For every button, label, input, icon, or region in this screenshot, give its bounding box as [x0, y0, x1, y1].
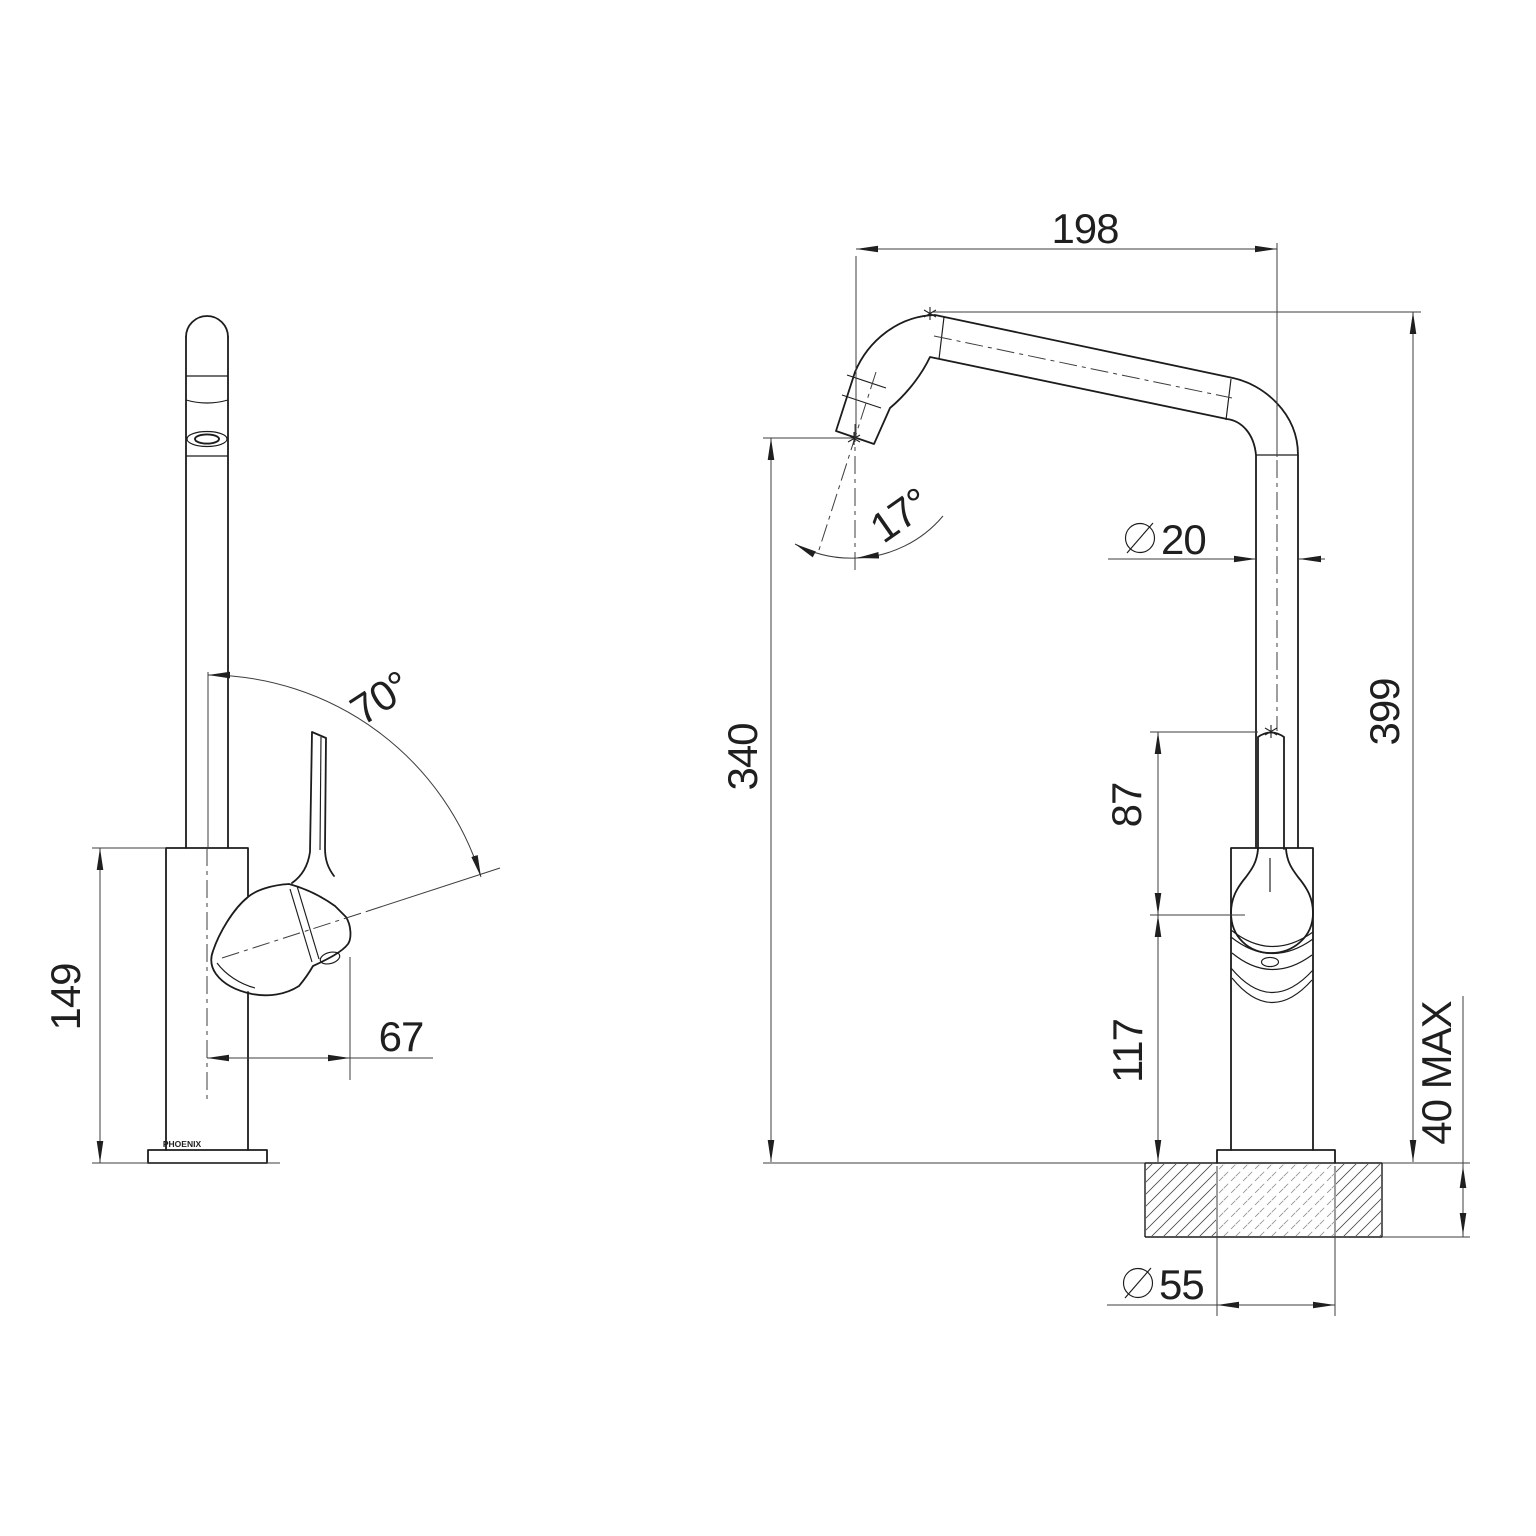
dim-handle-reach: 67	[207, 957, 433, 1080]
dim-label-spout-diameter: 20	[1161, 516, 1206, 563]
asterisk-spout-apex	[923, 307, 937, 320]
mount-hole-edges	[1216, 1166, 1336, 1316]
dim-label-base-diameter: 55	[1159, 1261, 1204, 1308]
asterisk-outlet-tip	[847, 432, 861, 445]
arc-70deg	[207, 671, 482, 878]
dim-spout-diameter: 20	[1108, 516, 1325, 563]
arc-17deg-arrow-left	[794, 543, 858, 559]
hub-collar-seams	[289, 885, 320, 963]
counter-outline	[1144, 1162, 1383, 1238]
counter-section	[763, 1162, 1470, 1316]
hub-indicator-dot	[319, 951, 341, 965]
counter-hatch-middle	[1218, 1164, 1334, 1236]
dim-handle-above-body: 87	[1103, 731, 1258, 916]
dim-overall-height: 399	[933, 311, 1421, 1162]
reference-asterisks	[847, 307, 1278, 738]
dim-side-height: 149	[42, 847, 280, 1164]
brand-logo: PHOENIX	[163, 1139, 202, 1149]
side-spout-tube	[185, 315, 229, 849]
asterisk-knob-top	[1264, 725, 1278, 738]
ext-lines-87	[1150, 731, 1258, 916]
counter-hatch-right	[1336, 1164, 1381, 1236]
dim-label-handle-reach: 67	[379, 1013, 424, 1060]
diameter-symbol-55-slash	[1124, 1267, 1152, 1299]
dim-label-spout-reach: 198	[1051, 205, 1118, 252]
diameter-symbol-55-icon	[1122, 1267, 1154, 1299]
handle-hub	[210, 883, 352, 997]
hub-bottom-seam	[216, 962, 256, 989]
diameter-symbol-20-slash	[1126, 522, 1154, 554]
dim-label-outlet-height: 340	[719, 723, 766, 790]
tube-cap-dome	[185, 315, 229, 338]
spout-outline	[835, 314, 1299, 849]
diameter-symbol-20-icon	[1124, 522, 1156, 554]
dim-base-diameter: 55	[1107, 1261, 1335, 1309]
ext-lines-67	[349, 957, 433, 1080]
aerator-inner	[194, 433, 220, 445]
dim-label-body-height: 117	[1104, 1019, 1151, 1083]
collar-indicator-dot	[1260, 956, 1280, 968]
cartridge-collar-arcs	[1230, 929, 1314, 1003]
dim-body-height: 117	[1104, 915, 1162, 1162]
dim-label-side-height: 149	[42, 963, 89, 1030]
dim-spout-reach: 198	[855, 205, 1278, 457]
tube-seam-2	[185, 399, 229, 404]
dim-label-handle-above-body: 87	[1103, 783, 1150, 828]
ext-lines-198	[855, 243, 1278, 457]
counter-hatch-left	[1146, 1164, 1216, 1236]
arc-17deg-arrow-right	[856, 551, 880, 559]
dim-bench-thickness: 40 MAX	[1413, 996, 1467, 1237]
aerator-outer	[186, 430, 228, 448]
dim-label-overall-height: 399	[1361, 678, 1408, 745]
spout-tube-centerline	[933, 335, 1233, 399]
dim-outlet-height: 340	[719, 437, 858, 1162]
body-outline-front	[1230, 847, 1314, 1151]
dim-label-bench-thickness: 40 MAX	[1413, 1000, 1460, 1144]
hub-axis-centerline	[221, 910, 369, 959]
front-spout	[817, 314, 1299, 849]
ext-lines-149	[92, 847, 280, 1164]
base-plate-front	[1216, 1149, 1336, 1164]
